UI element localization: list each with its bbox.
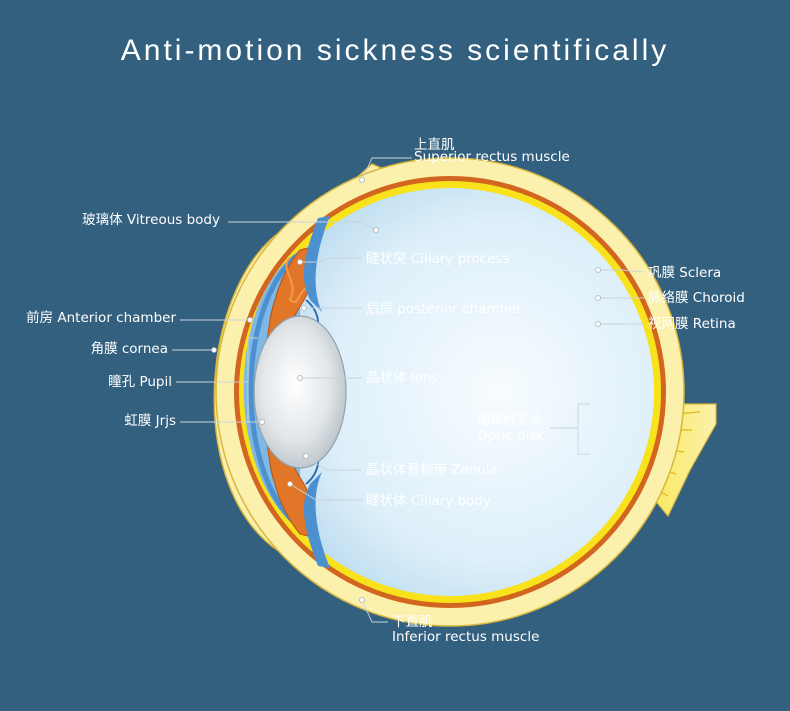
label-retina: 视网膜 Retina bbox=[648, 316, 736, 332]
label-optic-disk-en: Optic disk bbox=[477, 428, 544, 444]
label-ciliary-process: 睫状突 Ciliary process bbox=[366, 251, 509, 267]
label-inferior-rectus-en: Inferior rectus muscle bbox=[392, 629, 539, 645]
label-iris: 虹膜 Jrjs bbox=[124, 413, 176, 429]
label-optic-disk-cn: 视神经乳头 bbox=[477, 412, 545, 428]
label-zonula: 晶状体悬韧带 Zonula bbox=[366, 462, 498, 478]
label-anterior-chamber: 前房 Anterior chamber bbox=[26, 309, 176, 326]
lens bbox=[254, 316, 346, 468]
label-superior-rectus-en: Superior rectus muscle bbox=[414, 149, 570, 165]
label-pupil: 瞳孔 Pupil bbox=[108, 373, 172, 390]
label-sclera: 巩膜 Sclera bbox=[648, 265, 721, 281]
label-inferior-rectus-cn: 下直肌 bbox=[392, 614, 433, 630]
label-choroid: 脉络膜 Choroid bbox=[648, 290, 745, 306]
label-ciliary-body: 睫状体 Ciliary body bbox=[366, 493, 491, 509]
label-lens: 晶状体 lens bbox=[366, 370, 438, 386]
label-vitreous-body: 玻璃体 Vitreous body bbox=[82, 211, 220, 228]
label-cornea: 角膜 cornea bbox=[91, 341, 168, 357]
label-posterior-chamber: 后房 posterior chamber bbox=[366, 301, 522, 317]
